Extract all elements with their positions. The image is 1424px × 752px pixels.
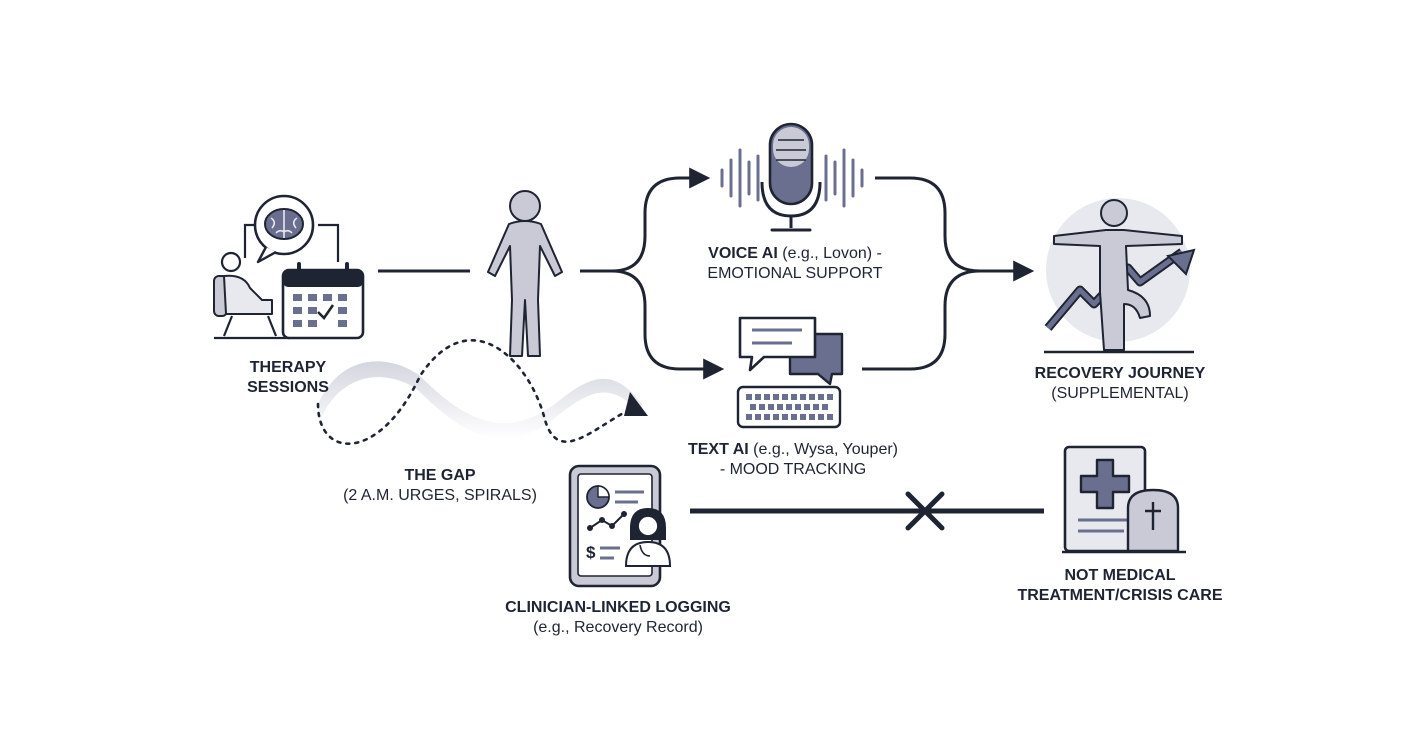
text-line1: TEXT AI (e.g., Wysa, Youper) bbox=[668, 440, 918, 460]
recovery-subtitle: (SUPPLEMENTAL) bbox=[1051, 385, 1189, 402]
therapy-title-line2: SESSIONS bbox=[247, 379, 329, 396]
therapy-sessions-label: THERAPY SESSIONS bbox=[230, 358, 346, 398]
gap-label: THE GAP (2 A.M. URGES, SPIRALS) bbox=[320, 466, 560, 506]
svg-text:$: $ bbox=[586, 543, 596, 562]
keyboard-key bbox=[791, 394, 797, 400]
recovery-journey-icon bbox=[1044, 198, 1196, 354]
keyboard-key bbox=[777, 404, 783, 410]
keyboard-key bbox=[759, 404, 765, 410]
voice-detail-2: EMOTIONAL SUPPORT bbox=[707, 265, 883, 282]
calendar-icon bbox=[281, 262, 365, 340]
recovery-title: RECOVERY JOURNEY bbox=[1034, 365, 1206, 382]
not-medical-line1: NOT MEDICAL bbox=[1064, 567, 1176, 584]
clinician-subtitle: (e.g., Recovery Record) bbox=[533, 619, 703, 636]
connector-fork bbox=[580, 167, 725, 380]
blocked-cross-icon bbox=[905, 491, 945, 531]
connector-blocked bbox=[690, 491, 1044, 531]
gravestone-icon bbox=[1062, 488, 1186, 554]
keyboard-key bbox=[755, 394, 761, 400]
keyboard-key bbox=[800, 414, 806, 420]
connector-merge bbox=[862, 176, 1035, 371]
gap-subtitle: (2 A.M. URGES, SPIRALS) bbox=[343, 487, 537, 504]
text-ai-label: TEXT AI (e.g., Wysa, Youper) - MOOD TRAC… bbox=[668, 440, 918, 480]
keyboard-key bbox=[804, 404, 810, 410]
text-detail-1: (e.g., Wysa, Youper) bbox=[748, 441, 898, 458]
gap-wave bbox=[316, 339, 648, 445]
brain-icon bbox=[264, 208, 304, 240]
keyboard-key bbox=[822, 404, 828, 410]
voice-title: VOICE AI bbox=[708, 245, 778, 262]
keyboard-key bbox=[818, 414, 824, 420]
not-medical-label: NOT MEDICAL TREATMENT/CRISIS CARE bbox=[1000, 566, 1240, 606]
chat-bubbles-icon bbox=[738, 316, 844, 386]
clinician-label: CLINICIAN-LINKED LOGGING (e.g., Recovery… bbox=[488, 598, 748, 638]
voice-ai-label: VOICE AI (e.g., Lovon) - EMOTIONAL SUPPO… bbox=[680, 244, 910, 284]
keyboard-key bbox=[773, 414, 779, 420]
keyboard-key bbox=[773, 394, 779, 400]
microphone-icon bbox=[720, 122, 864, 232]
text-detail-2: - MOOD TRACKING bbox=[719, 461, 867, 478]
gap-title: THE GAP bbox=[404, 467, 476, 484]
keyboard-key bbox=[750, 404, 756, 410]
keyboard-key bbox=[782, 414, 788, 420]
clinician-title: CLINICIAN-LINKED LOGGING bbox=[505, 599, 731, 616]
keyboard-key bbox=[768, 404, 774, 410]
not-medical-line2: TREATMENT/CRISIS CARE bbox=[1017, 587, 1223, 604]
keyboard-key bbox=[827, 414, 833, 420]
person-figure-icon bbox=[487, 190, 563, 357]
voice-line1: VOICE AI (e.g., Lovon) - bbox=[680, 244, 910, 264]
text-title: TEXT AI bbox=[687, 441, 749, 458]
keyboard-key bbox=[782, 394, 788, 400]
keyboard-key bbox=[786, 404, 792, 410]
keyboard-key bbox=[809, 394, 815, 400]
keyboard-key bbox=[746, 414, 752, 420]
therapy-title-line1: THERAPY bbox=[249, 359, 327, 376]
keyboard-key bbox=[809, 414, 815, 420]
keyboard-key bbox=[764, 394, 770, 400]
keyboard-key bbox=[800, 394, 806, 400]
keyboard-key bbox=[746, 394, 752, 400]
medical-document-icon bbox=[1062, 445, 1186, 554]
keyboard-key bbox=[755, 414, 761, 420]
patient-chair-icon bbox=[213, 251, 290, 340]
keyboard-icon bbox=[736, 385, 842, 429]
voice-detail-1: (e.g., Lovon) - bbox=[777, 245, 882, 262]
clinician-avatar-icon bbox=[624, 508, 672, 567]
keyboard-key bbox=[764, 414, 770, 420]
keyboard-key bbox=[818, 394, 824, 400]
keyboard-key bbox=[813, 404, 819, 410]
keyboard-key bbox=[791, 414, 797, 420]
keyboard-key bbox=[795, 404, 801, 410]
clinician-tablet-icon: $ bbox=[568, 464, 672, 588]
recovery-label: RECOVERY JOURNEY (SUPPLEMENTAL) bbox=[1010, 364, 1230, 404]
keyboard-key bbox=[827, 394, 833, 400]
therapy-sessions-icon bbox=[213, 194, 365, 340]
